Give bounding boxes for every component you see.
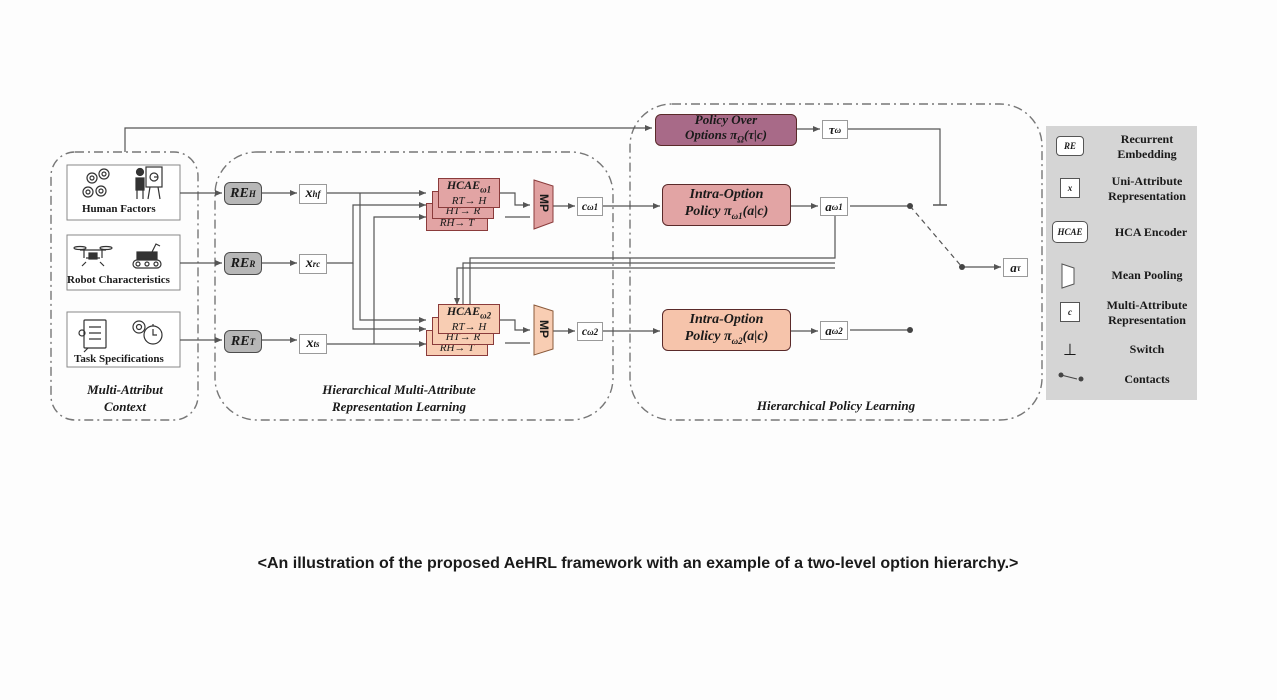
presenter-icon xyxy=(135,166,163,200)
line-xrc-hcae xyxy=(327,202,426,264)
context-group-border xyxy=(50,151,199,421)
intra-option-policy-2-box: Intra-Option Policy πω2(a|c) xyxy=(662,309,791,351)
legend-mp-label: Mean Pooling xyxy=(1111,268,1183,282)
gears-people-icon xyxy=(82,168,110,198)
task-specifications-label: Task Specifications xyxy=(74,353,164,365)
legend-contacts-label: Contacts xyxy=(1124,372,1170,386)
context-group-label: Multi-Attribut Context xyxy=(87,382,163,414)
figure-caption: <An illustration of the proposed AeHRL f… xyxy=(257,555,1019,572)
policy-group-label: Hierarchical Policy Learning xyxy=(756,398,916,413)
representation-group-border xyxy=(214,151,614,421)
hcae1-layer-rt-h: HCAEω1 RT→ H xyxy=(438,178,500,208)
legend-hcae-icon: HCAE xyxy=(1052,221,1088,243)
tracked-robot-icon xyxy=(132,243,162,269)
legend-x-icon: x xyxy=(1060,178,1080,198)
switch-line xyxy=(848,128,941,205)
mp-2 xyxy=(533,304,554,356)
policy-group-border xyxy=(629,103,1043,421)
mp-2-label: MP xyxy=(537,320,551,338)
legend-mp-icon xyxy=(1061,263,1075,289)
feedback-lines xyxy=(469,206,836,305)
checklist-icon xyxy=(78,319,107,353)
intra-option-policy-1-box: Intra-Option Policy πω1(a|c) xyxy=(662,184,791,226)
legend-contacts-icon xyxy=(1058,372,1084,382)
gear-stopwatch-icon xyxy=(132,320,163,345)
representation-group-label: Hierarchical Multi-Attribute Representat… xyxy=(322,382,476,414)
policy-over-options-box: Policy Over Options πΩ(τ|c) xyxy=(655,112,797,146)
hcae2-layer-rt-h: HCAEω2 RT→ H xyxy=(438,304,500,334)
mp-1-label: MP xyxy=(537,194,551,212)
legend-switch-icon: ⊥ xyxy=(1063,342,1077,359)
drone-icon xyxy=(73,245,113,267)
contact-switch xyxy=(909,205,963,268)
arrow-context-policy-over xyxy=(124,125,652,152)
legend-c-icon: c xyxy=(1060,302,1080,322)
robot-characteristics-label: Robot Characteristics xyxy=(67,274,170,286)
mp-1 xyxy=(533,179,554,230)
human-factors-label: Human Factors xyxy=(82,203,156,215)
legend-re-icon: RE xyxy=(1056,136,1084,156)
legend-hcae-label: HCA Encoder xyxy=(1114,225,1188,239)
legend-switch-label: Switch xyxy=(1129,342,1165,356)
